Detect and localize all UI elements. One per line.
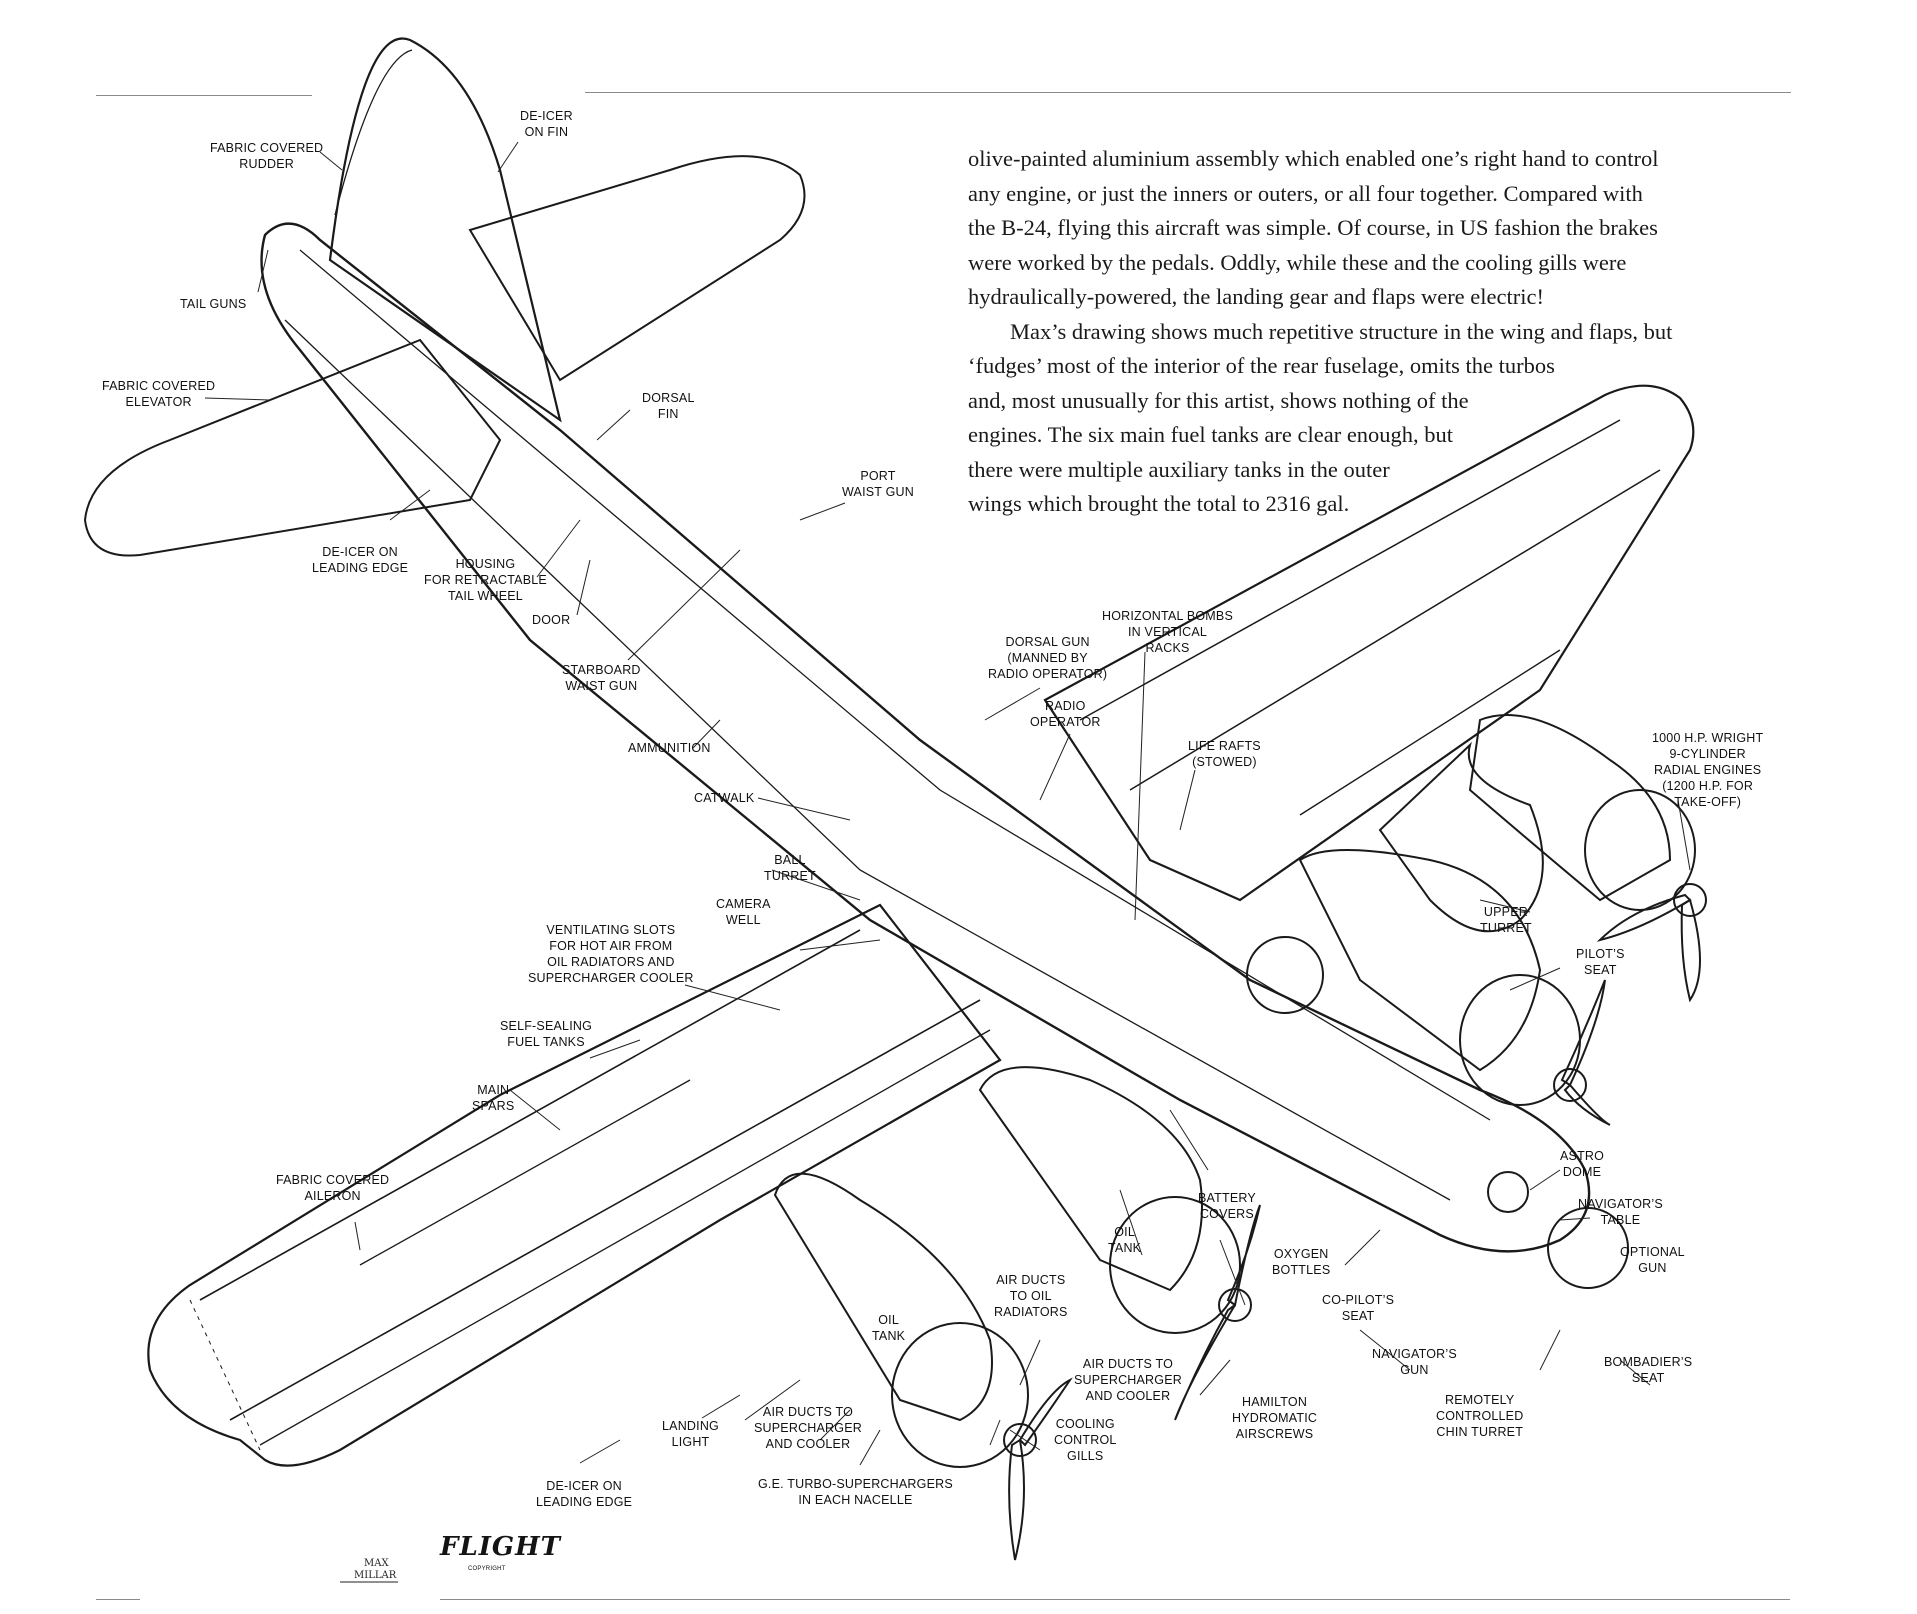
- bottom-rule-left: [96, 1599, 140, 1600]
- article-text: olive-painted aluminium assembly which e…: [968, 142, 1748, 522]
- paragraph-2-line-6: wings which brought the total to 2316 ga…: [968, 491, 1350, 516]
- label-door: DOOR: [532, 613, 571, 627]
- label-life-rafts: LIFE RAFTS(STOWED): [1188, 739, 1261, 769]
- paragraph-1-line-4: were worked by the pedals. Oddly, while …: [968, 249, 1627, 275]
- artist-signature: MAX MILLAR: [340, 1558, 398, 1583]
- flight-logo: FLIGHT: [440, 1532, 562, 1562]
- paragraph-2-line-4: engines. The six main fuel tanks are cle…: [968, 422, 1454, 447]
- paragraph-2-line-1: Max’s drawing shows much repetitive stru…: [1010, 318, 1673, 344]
- label-tail-guns: TAIL GUNS: [180, 297, 247, 311]
- engine-starboard-outer: [1378, 714, 1707, 1003]
- paragraph-1-line-2: any engine, or just the inners or outers…: [968, 180, 1643, 206]
- engine-port-outer: [773, 1172, 1073, 1561]
- paragraph-1-line-1: olive-painted aluminium assembly which e…: [968, 146, 1659, 171]
- vertical-fin: [328, 37, 562, 423]
- top-rule-right: [585, 92, 1791, 93]
- paragraph-2-line-5: there were multiple auxiliary tanks in t…: [968, 456, 1390, 482]
- engine-port-inner: [978, 1066, 1261, 1421]
- bottom-rule-right: [440, 1599, 1790, 1600]
- starboard-wing: [1043, 384, 1695, 902]
- fuselage: [260, 222, 1591, 1253]
- label-ammunition: AMMUNITION: [628, 741, 711, 755]
- paragraph-2-line-3: and, most unusually for this artist, sho…: [968, 387, 1469, 413]
- engine-starboard-inner: [1298, 849, 1611, 1126]
- label-catwalk: CATWALK: [694, 791, 755, 805]
- astro-dome-shape: [1487, 1171, 1529, 1213]
- paragraph-2-line-2: ‘fudges’ most of the interior of the rea…: [968, 353, 1555, 378]
- paragraph-1: olive-painted aluminium assembly which e…: [968, 142, 1748, 315]
- signature-line-2: MILLAR: [354, 1570, 397, 1581]
- signature-line-1: MAX: [364, 1558, 389, 1569]
- paragraph-1-line-5: hydraulically-powered, the landing gear …: [968, 284, 1544, 309]
- paragraph-2: Max’s drawing shows much repetitive stru…: [968, 315, 1748, 522]
- upper-turret-shape: [1246, 936, 1324, 1014]
- port-stabilizer: [83, 338, 502, 557]
- paragraph-1-line-3: the B-24, flying this aircraft was simpl…: [968, 215, 1658, 240]
- starboard-stabilizer: [468, 155, 806, 382]
- port-wing: [147, 903, 1002, 1467]
- flight-copyright: COPYRIGHT: [468, 1566, 506, 1572]
- leader-lines: [204, 141, 1691, 1466]
- top-rule-left: [96, 95, 312, 96]
